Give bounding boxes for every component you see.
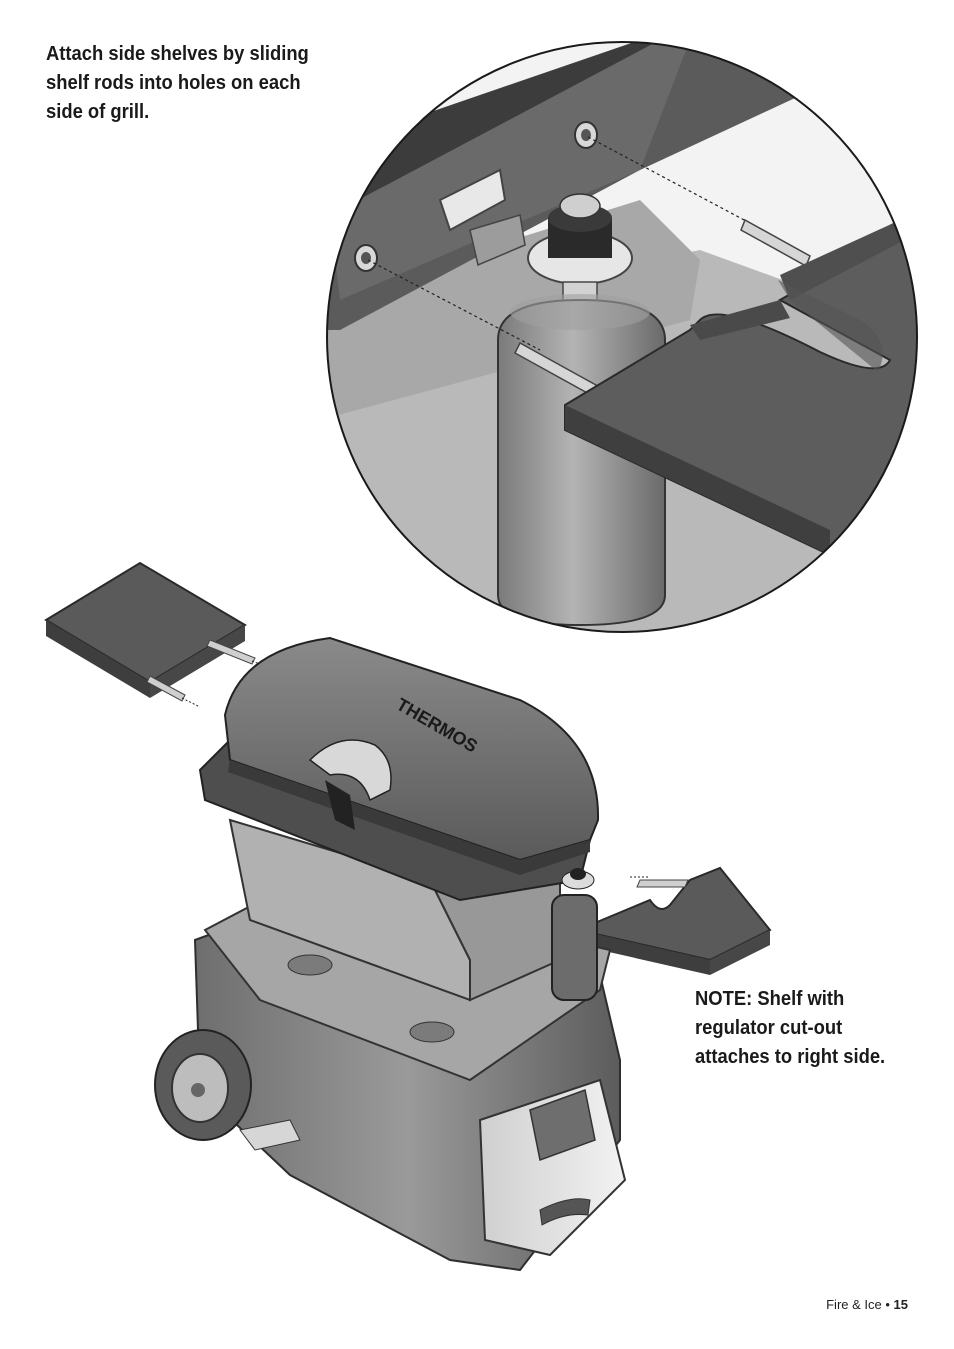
page-footer: Fire & Ice • 15 (826, 1297, 908, 1312)
left-shelf (44, 561, 271, 708)
instruction-text: Attach side shelves by sliding shelf rod… (46, 43, 309, 123)
detail-magnifier (326, 41, 918, 633)
grill-cart: THERMOS (154, 636, 627, 1272)
right-shelf (574, 866, 772, 975)
note-text: NOTE: Shelf with regulator cut-out attac… (695, 988, 886, 1068)
page-number: 15 (893, 1297, 908, 1312)
footer-title: Fire & Ice • (826, 1297, 890, 1312)
